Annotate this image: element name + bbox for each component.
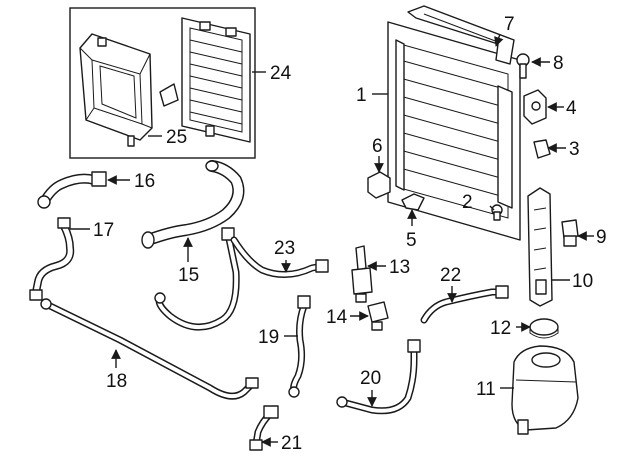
mount-bushing-drawing xyxy=(523,89,547,125)
side-bracket-drawing xyxy=(527,187,553,307)
hose-22-drawing xyxy=(420,285,509,324)
callout-7: 7 xyxy=(504,14,515,35)
hose-17-drawing xyxy=(29,217,75,301)
callout-8: 8 xyxy=(553,53,564,74)
callout-2: 2 xyxy=(462,192,473,213)
callout-25: 25 xyxy=(166,127,187,148)
callout-24: 24 xyxy=(270,63,292,84)
hose-19-drawing xyxy=(288,295,311,398)
hose-lower-drawing xyxy=(154,227,240,331)
drain-plug-drawing xyxy=(491,204,503,221)
hose-23-drawing xyxy=(230,236,329,278)
callout-17: 17 xyxy=(93,220,114,241)
bolt-drawing xyxy=(516,53,530,79)
callout-19: 19 xyxy=(258,327,279,348)
hose-21-drawing xyxy=(249,405,279,451)
callout-21: 21 xyxy=(281,433,302,454)
thermostat-drawing xyxy=(351,245,373,303)
callout-labels: 1 2 3 4 5 6 7 8 9 10 11 12 13 14 15 16 1… xyxy=(93,14,607,454)
lower-mount-drawing xyxy=(367,171,391,199)
hose-18-drawing xyxy=(40,298,259,400)
inset-box xyxy=(69,7,256,159)
hose-16-drawing xyxy=(37,171,107,209)
sensor-drawing xyxy=(561,219,579,247)
callout-13: 13 xyxy=(389,257,410,278)
callout-15: 15 xyxy=(178,265,199,286)
reservoir-cap-drawing xyxy=(529,318,559,339)
grommet-drawing xyxy=(533,139,551,159)
fan-shroud-drawing xyxy=(79,33,153,147)
callout-12: 12 xyxy=(490,318,511,339)
lower-bracket-drawing xyxy=(401,193,425,211)
radiator-drawing xyxy=(387,21,521,241)
callout-4: 4 xyxy=(566,98,577,119)
callout-23: 23 xyxy=(274,238,295,259)
expansion-tank-drawing xyxy=(511,345,579,435)
callout-1: 1 xyxy=(356,85,367,106)
callout-20: 20 xyxy=(360,368,381,389)
callout-9: 9 xyxy=(596,227,607,248)
upper-mount-drawing xyxy=(407,5,515,65)
callout-10: 10 xyxy=(572,271,593,292)
leader-lines xyxy=(70,33,594,447)
hose-15-drawing xyxy=(141,160,245,249)
callout-11: 11 xyxy=(476,379,496,400)
bracket-drawing xyxy=(159,83,179,107)
callout-22: 22 xyxy=(440,265,461,286)
callout-16: 16 xyxy=(134,171,155,192)
callout-14: 14 xyxy=(326,307,348,328)
hose-20-drawing xyxy=(336,339,421,415)
callout-3: 3 xyxy=(569,139,580,160)
callout-5: 5 xyxy=(406,230,417,251)
auxiliary-radiator-drawing xyxy=(181,17,251,143)
callout-6: 6 xyxy=(372,136,383,157)
callout-18: 18 xyxy=(106,371,127,392)
valve-drawing xyxy=(367,301,389,331)
